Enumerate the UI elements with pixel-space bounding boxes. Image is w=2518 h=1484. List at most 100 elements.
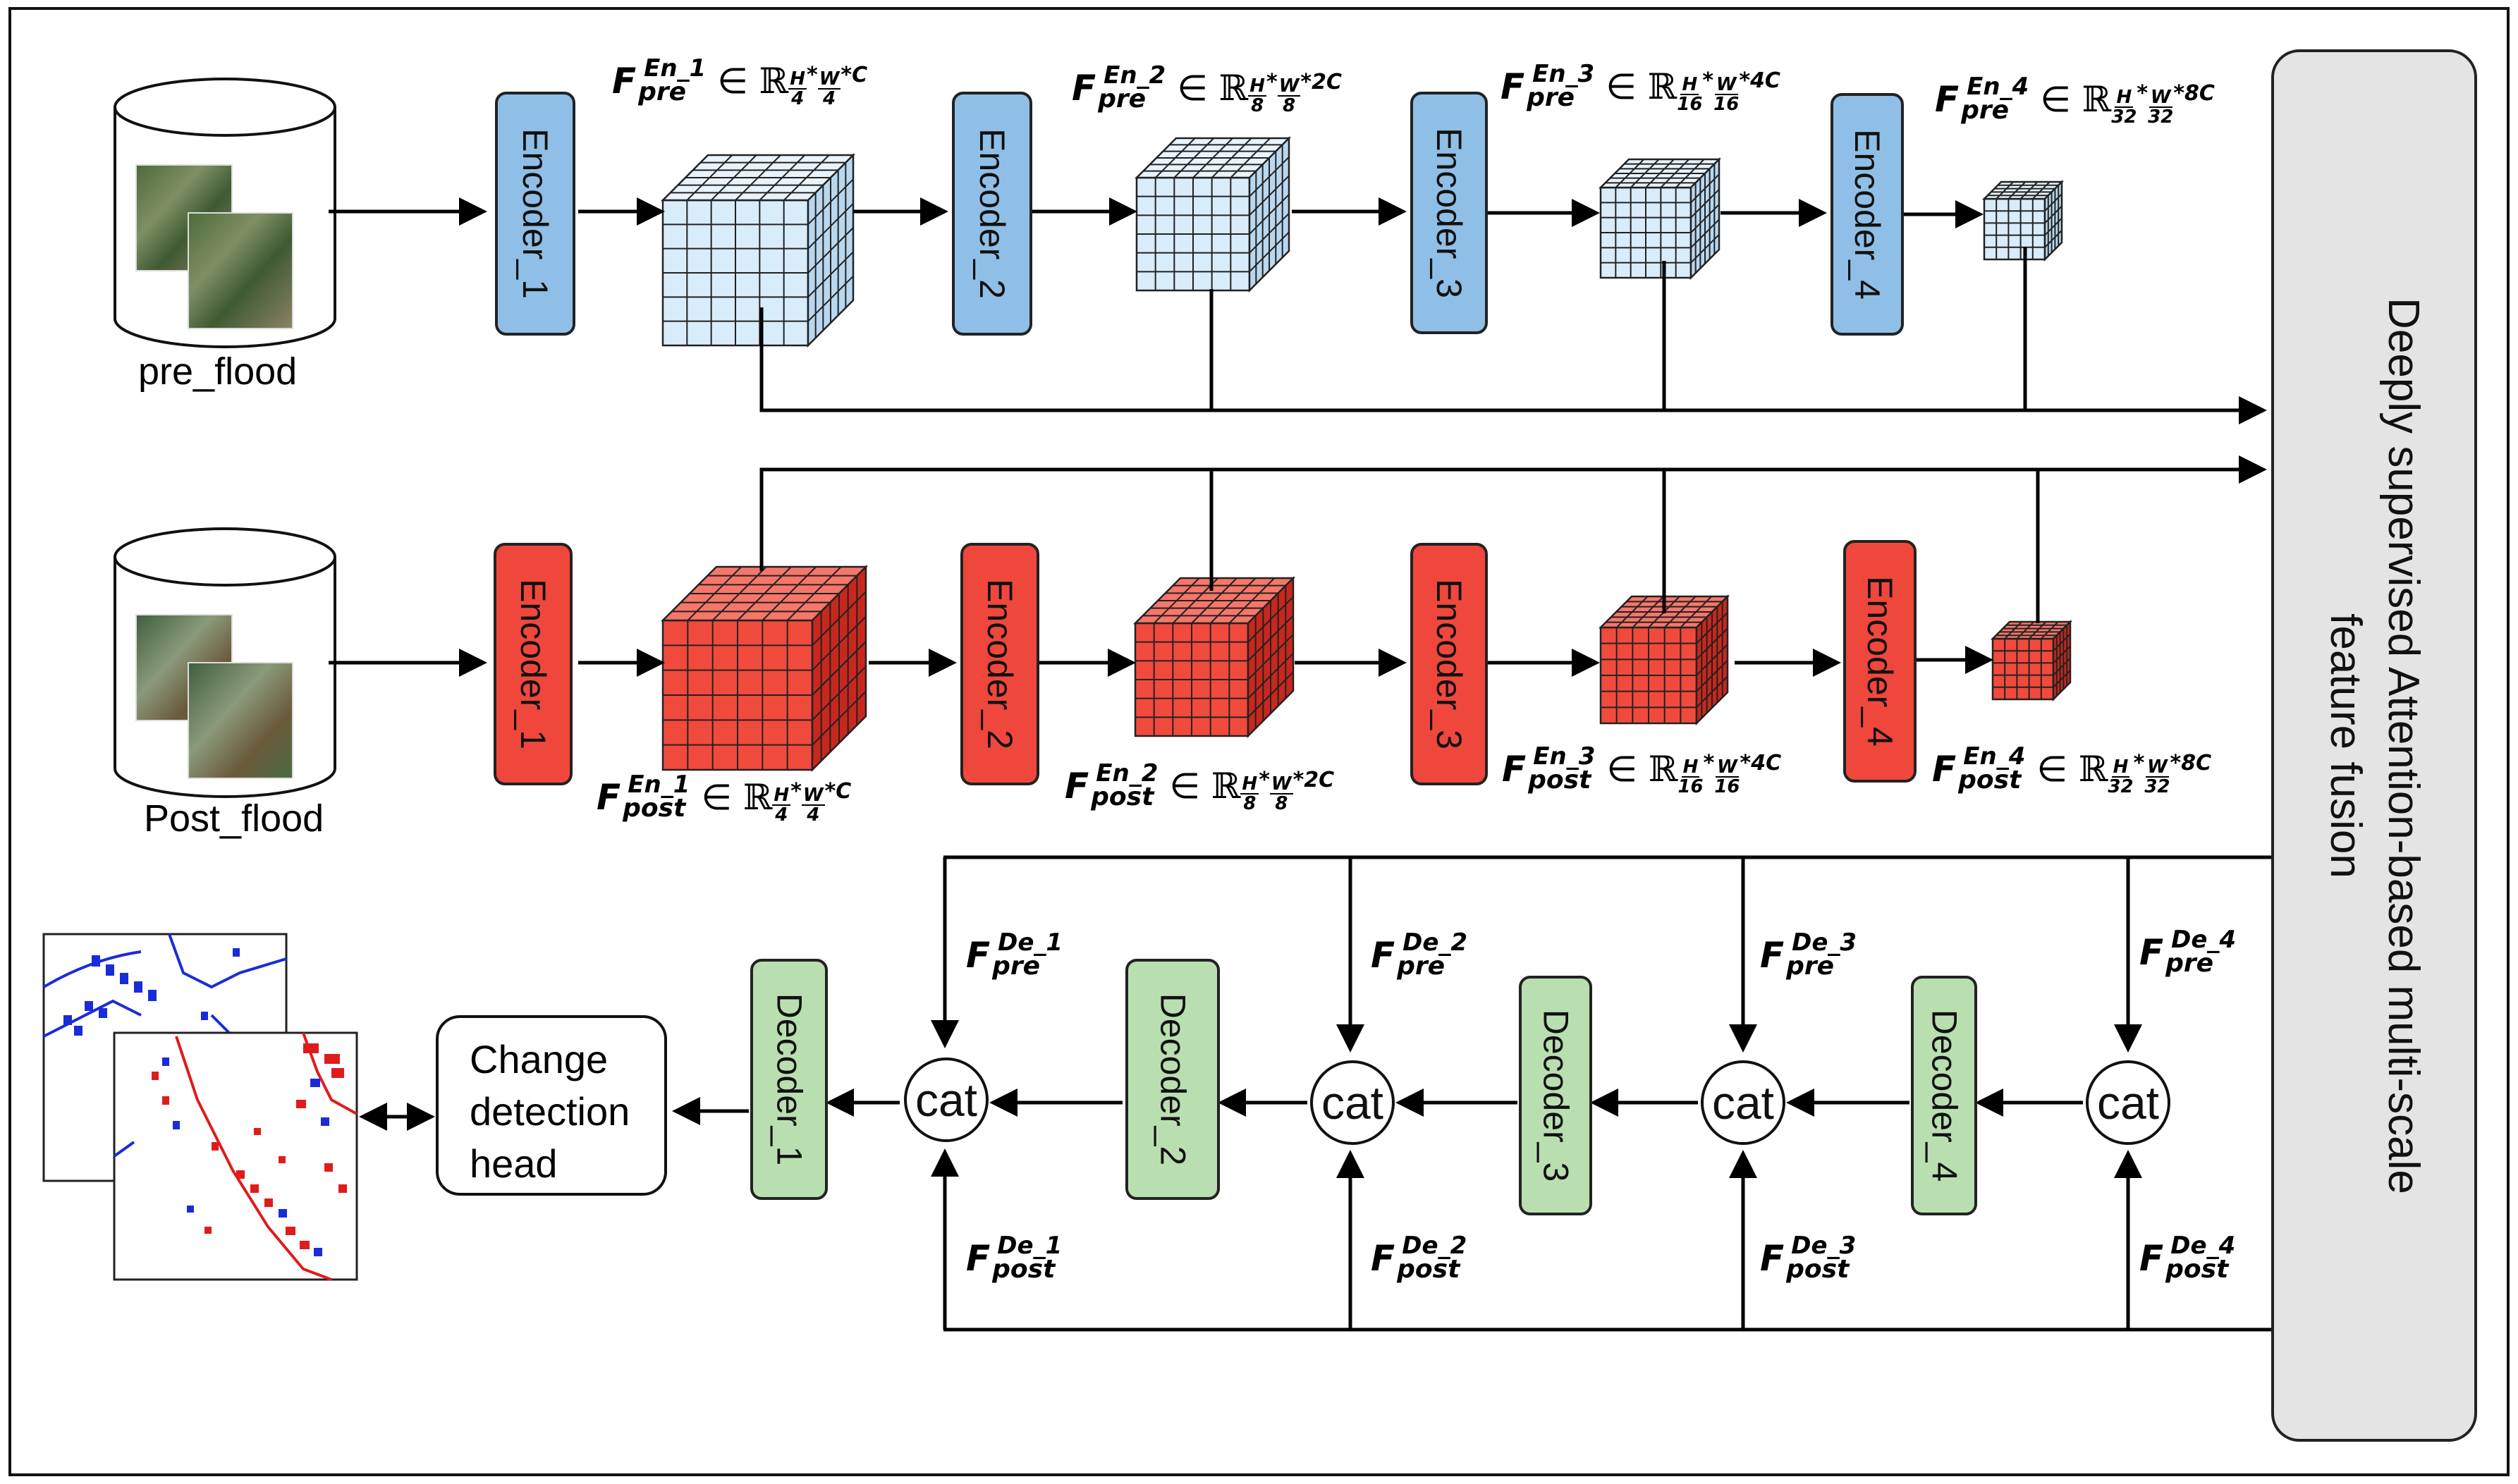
feature-symbol: F bbox=[1935, 79, 1960, 120]
post-flood-cylinder-top bbox=[114, 527, 336, 587]
post-flood-cylinder bbox=[114, 527, 336, 798]
attention-fusion-module[interactable]: Deeply supervised Attention-based multi-… bbox=[2271, 49, 2477, 1442]
multiply-symbol: * bbox=[1266, 70, 1278, 94]
pre-feature-cube-1 bbox=[660, 152, 856, 348]
cat-node-3: cat bbox=[1701, 1060, 1785, 1145]
decoder-2-label: Decoder_2 bbox=[1153, 993, 1193, 1166]
pre-encoder-3-label: Encoder_3 bbox=[1429, 128, 1469, 298]
multiply-symbol: * bbox=[2173, 81, 2185, 106]
change-map-back-blocks bbox=[63, 948, 240, 1036]
fraction-denominator: 32 bbox=[2108, 776, 2134, 797]
feature-subscript: pre bbox=[1098, 85, 1147, 114]
fraction-denominator: 16 bbox=[1677, 776, 1704, 797]
channel-count: 8C bbox=[2184, 81, 2215, 106]
real-set-symbol: ℝ bbox=[1211, 766, 1241, 807]
real-set-symbol: ℝ bbox=[1648, 749, 1678, 790]
pre-flood-label: pre_flood bbox=[138, 350, 298, 393]
head-line-3: head bbox=[470, 1141, 558, 1186]
post-encoder-1[interactable]: Encoder_1 bbox=[494, 543, 573, 785]
post-feature-cube-3 bbox=[1598, 594, 1730, 726]
post-encoder-2[interactable]: Encoder_2 bbox=[960, 543, 1039, 785]
feature-symbol: F bbox=[2139, 1238, 2164, 1279]
post-encoder-3[interactable]: Encoder_3 bbox=[1410, 543, 1488, 785]
pre-encoder-2[interactable]: Encoder_2 bbox=[952, 92, 1032, 336]
feature-subscript: post bbox=[1091, 783, 1154, 811]
multiply-symbol: * bbox=[1292, 768, 1304, 792]
fraction-numerator: H bbox=[788, 68, 807, 90]
feature-subscript: post bbox=[1528, 766, 1591, 795]
fraction-denominator: 4 bbox=[775, 804, 788, 826]
decoder-4[interactable]: Decoder_4 bbox=[1911, 976, 1977, 1215]
fraction-denominator: 4 bbox=[823, 88, 836, 109]
decoder-2[interactable]: Decoder_2 bbox=[1125, 959, 1220, 1200]
change-map-output bbox=[42, 933, 358, 1281]
change-map-front bbox=[113, 1031, 358, 1281]
feature-post-de4: FpostDe_4 bbox=[2139, 1234, 2235, 1282]
post-encoder-3-label: Encoder_3 bbox=[1429, 579, 1469, 749]
channel-count: C bbox=[836, 779, 852, 804]
multiply-symbol: * bbox=[1300, 70, 1312, 94]
change-map-front-buildings bbox=[152, 1043, 347, 1256]
feature-symbol: F bbox=[1371, 1238, 1395, 1279]
feature-superscript: En_4 bbox=[1967, 73, 2029, 101]
fraction-numerator: W bbox=[1277, 75, 1301, 97]
post-feature-cube-4-grid-side-h bbox=[2053, 670, 2071, 688]
fraction-denominator: 32 bbox=[2148, 106, 2174, 128]
post-feature-cube-4 bbox=[1990, 619, 2073, 702]
feature-subscript: pre bbox=[2165, 949, 2214, 978]
fraction-denominator: 32 bbox=[2111, 106, 2137, 128]
fraction-denominator: 32 bbox=[2144, 776, 2170, 797]
fraction-numerator: H bbox=[1680, 74, 1699, 95]
pre-encoder-1-label: Encoder_1 bbox=[515, 128, 556, 299]
multiply-symbol: * bbox=[807, 63, 818, 87]
element-of-symbol: ∈ bbox=[2040, 79, 2071, 120]
fraction-numerator: W bbox=[2149, 87, 2172, 108]
post-encoder-1-label: Encoder_1 bbox=[513, 579, 554, 749]
pre-feature-cube-4-side bbox=[2043, 179, 2063, 262]
feature-subscript: post bbox=[992, 1255, 1056, 1284]
fraction-denominator: 4 bbox=[791, 88, 805, 109]
multiply-symbol: * bbox=[1259, 768, 1270, 792]
channel-count: 2C bbox=[1312, 70, 1342, 94]
fraction-denominator: 16 bbox=[1677, 94, 1703, 115]
fraction-numerator: W bbox=[1714, 74, 1738, 95]
feature-subscript: post bbox=[623, 794, 686, 823]
feature-subscript: pre bbox=[1397, 952, 1446, 981]
decoder-1[interactable]: Decoder_1 bbox=[750, 959, 828, 1200]
fraction-denominator: 4 bbox=[807, 804, 820, 826]
feature-symbol: F bbox=[1932, 749, 1957, 790]
element-of-symbol: ∈ bbox=[1606, 66, 1637, 107]
pre-encoder-3[interactable]: Encoder_3 bbox=[1410, 92, 1488, 334]
feature-subscript: pre bbox=[1786, 952, 1835, 981]
post-feature-cube-3-grid-side-h bbox=[1696, 675, 1728, 709]
feature-superscript: De_1 bbox=[997, 1232, 1063, 1260]
post-encoder-4[interactable]: Encoder_4 bbox=[1843, 540, 1917, 783]
pre-feature-cube-1-grid-side-h bbox=[807, 275, 854, 322]
change-detection-head[interactable]: Change detection head bbox=[436, 1015, 667, 1196]
channel-count: 4C bbox=[1751, 751, 1782, 775]
pre-encoder-4[interactable]: Encoder_4 bbox=[1831, 93, 1904, 336]
fusion-label-line-1: Deeply supervised Attention-based multi-… bbox=[2379, 297, 2428, 1194]
fraction-denominator: 16 bbox=[1713, 94, 1740, 115]
cat-node-4: cat bbox=[2086, 1060, 2170, 1145]
head-line-2: detection bbox=[470, 1089, 630, 1134]
feature-superscript: De_3 bbox=[1792, 928, 1857, 957]
pre-flood-cylinder-top bbox=[114, 78, 336, 137]
decoder-3[interactable]: Decoder_3 bbox=[1519, 976, 1592, 1215]
real-set-symbol: ℝ bbox=[759, 61, 789, 102]
pre-encoder-1[interactable]: Encoder_1 bbox=[495, 92, 575, 336]
post-feature-cube-4-front bbox=[1991, 637, 2055, 701]
fraction-denominator: 8 bbox=[1283, 95, 1296, 116]
fraction-numerator: W bbox=[1716, 756, 1739, 778]
feature-symbol: F bbox=[1501, 66, 1525, 107]
feature-pre-de1: FpreDe_1 bbox=[966, 931, 1063, 979]
